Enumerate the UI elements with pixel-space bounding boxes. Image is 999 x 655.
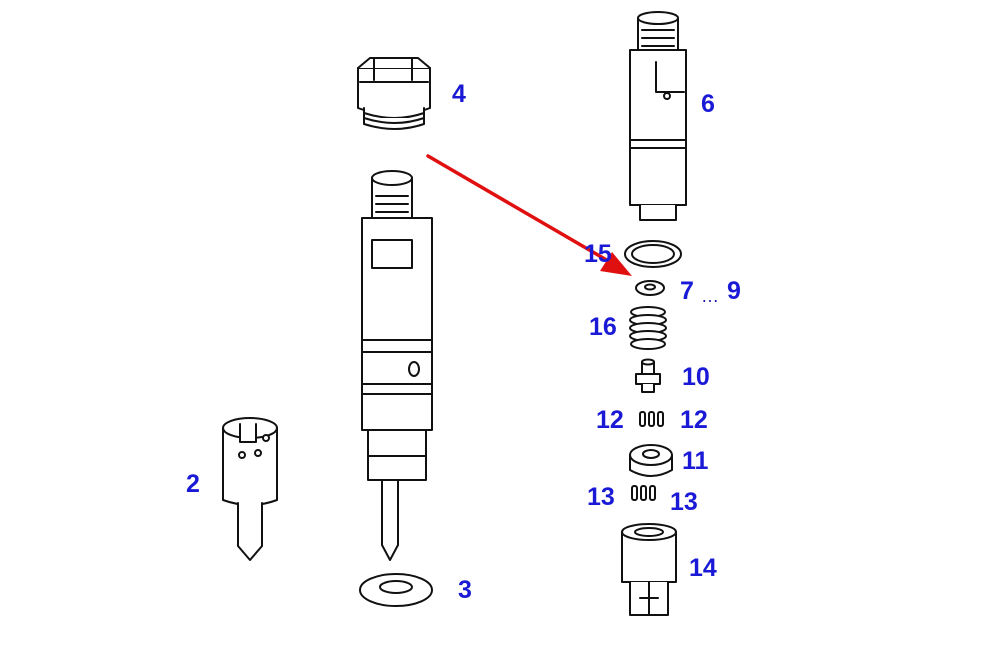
callout-shim-range-mark: … <box>701 286 719 306</box>
callout-pin-lower-left: 13 <box>587 483 615 511</box>
callout-shim-end: 9 <box>727 277 741 305</box>
nozzle-part <box>222 417 278 561</box>
red-pointer-arrow <box>426 154 632 276</box>
adjusting-shim-part <box>635 280 665 296</box>
intermediate-spacer-part <box>629 444 673 477</box>
injector-body-part <box>361 170 433 561</box>
callout-shim-start: 7 <box>680 277 694 305</box>
callout-spacer: 11 <box>682 447 709 475</box>
nozzle-holder-part <box>629 11 687 221</box>
lower-locating-pins-part <box>631 485 656 501</box>
callout-spring: 16 <box>589 313 617 341</box>
seal-ring-part <box>624 240 682 268</box>
nozzle-retaining-nut-part <box>621 523 677 616</box>
upper-locating-pins-part <box>639 411 664 427</box>
callout-pin-upper-right: 12 <box>680 406 708 434</box>
slotted-nut-part <box>357 57 431 130</box>
callout-washer: 3 <box>458 576 472 604</box>
spindle-part <box>635 358 661 393</box>
callout-nozzle-nut: 14 <box>689 554 717 582</box>
callout-spindle: 10 <box>682 363 710 391</box>
sealing-washer-part <box>359 573 433 607</box>
callout-nut: 4 <box>452 80 466 108</box>
callout-pin-lower-right: 13 <box>670 488 698 516</box>
callout-seal-ring: 15 <box>584 240 612 268</box>
callout-pin-upper-left: 12 <box>596 406 624 434</box>
callout-nozzle: 2 <box>186 470 200 498</box>
callout-holder: 6 <box>701 90 715 118</box>
pressure-spring-part <box>629 306 667 350</box>
